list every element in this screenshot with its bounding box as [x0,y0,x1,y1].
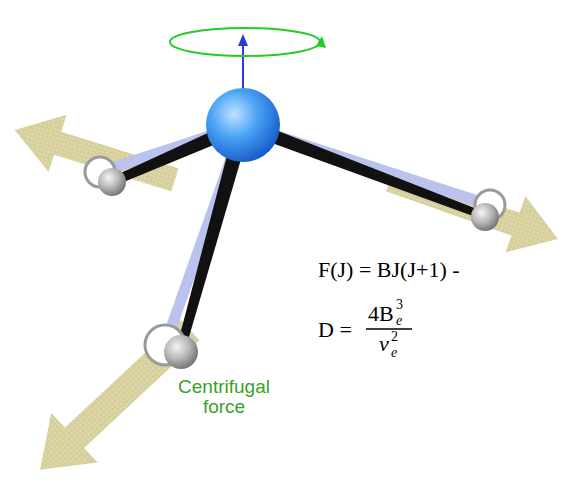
force-label: Centrifugal force [168,377,280,417]
superscript: 2 [391,330,398,345]
superscript: 3 [396,298,403,313]
subscript: e [391,346,397,361]
formula-text: 4B [368,302,394,325]
formula-text: D = [318,318,352,341]
force-arrow [380,152,568,268]
subscript: e [396,314,402,329]
formula-text: ν [379,332,389,355]
energy-formula: F(J) = BJ(J+1) - [318,258,460,281]
